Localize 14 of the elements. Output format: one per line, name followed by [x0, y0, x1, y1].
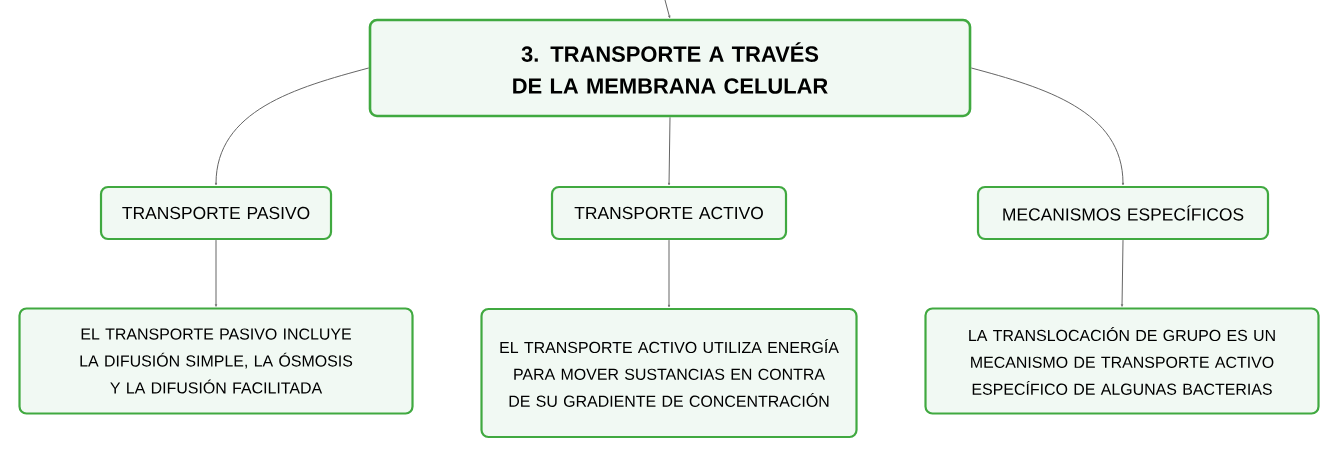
topic-box: 3. TRANSPORTE A TRAVÉS DE LA MEMBRANA CELULAR: [368, 18, 972, 118]
subtopic-box: TRANSPORTE PASIVO: [99, 185, 333, 241]
arrow: [664, 0, 671, 19]
description-box: LA TRANSLOCACIÓN DE GRUPO ES UN MECANISMO DE TRANSPORTE ACTIVO ESPECÍFICO DE ALGUNAS BACTERIAS: [924, 307, 1320, 415]
subtopic-box: TRANSPORTE ACTIVO: [550, 185, 788, 241]
description-box: EL TRANSPORTE ACTIVO UTILIZA ENERGÍA PARA MOVER SUSTANCIAS EN CONTRA DE SU GRADIENTE DE CONCENTRACIÓN: [480, 307, 858, 439]
arrow: [667, 239, 671, 308]
arrow: [214, 67, 370, 186]
subtopic-box: MECANISMOS ESPECÍFICOS: [976, 185, 1270, 241]
description-box: EL TRANSPORTE PASIVO INCLUYE LA DIFUSIÓN SIMPLE, LA ÓSMOSIS Y LA DIFUSIÓN FACILITADA: [18, 307, 414, 415]
arrow: [214, 239, 218, 307]
arrow: [1120, 239, 1124, 307]
arrow: [667, 116, 671, 186]
arrow: [970, 67, 1125, 186]
